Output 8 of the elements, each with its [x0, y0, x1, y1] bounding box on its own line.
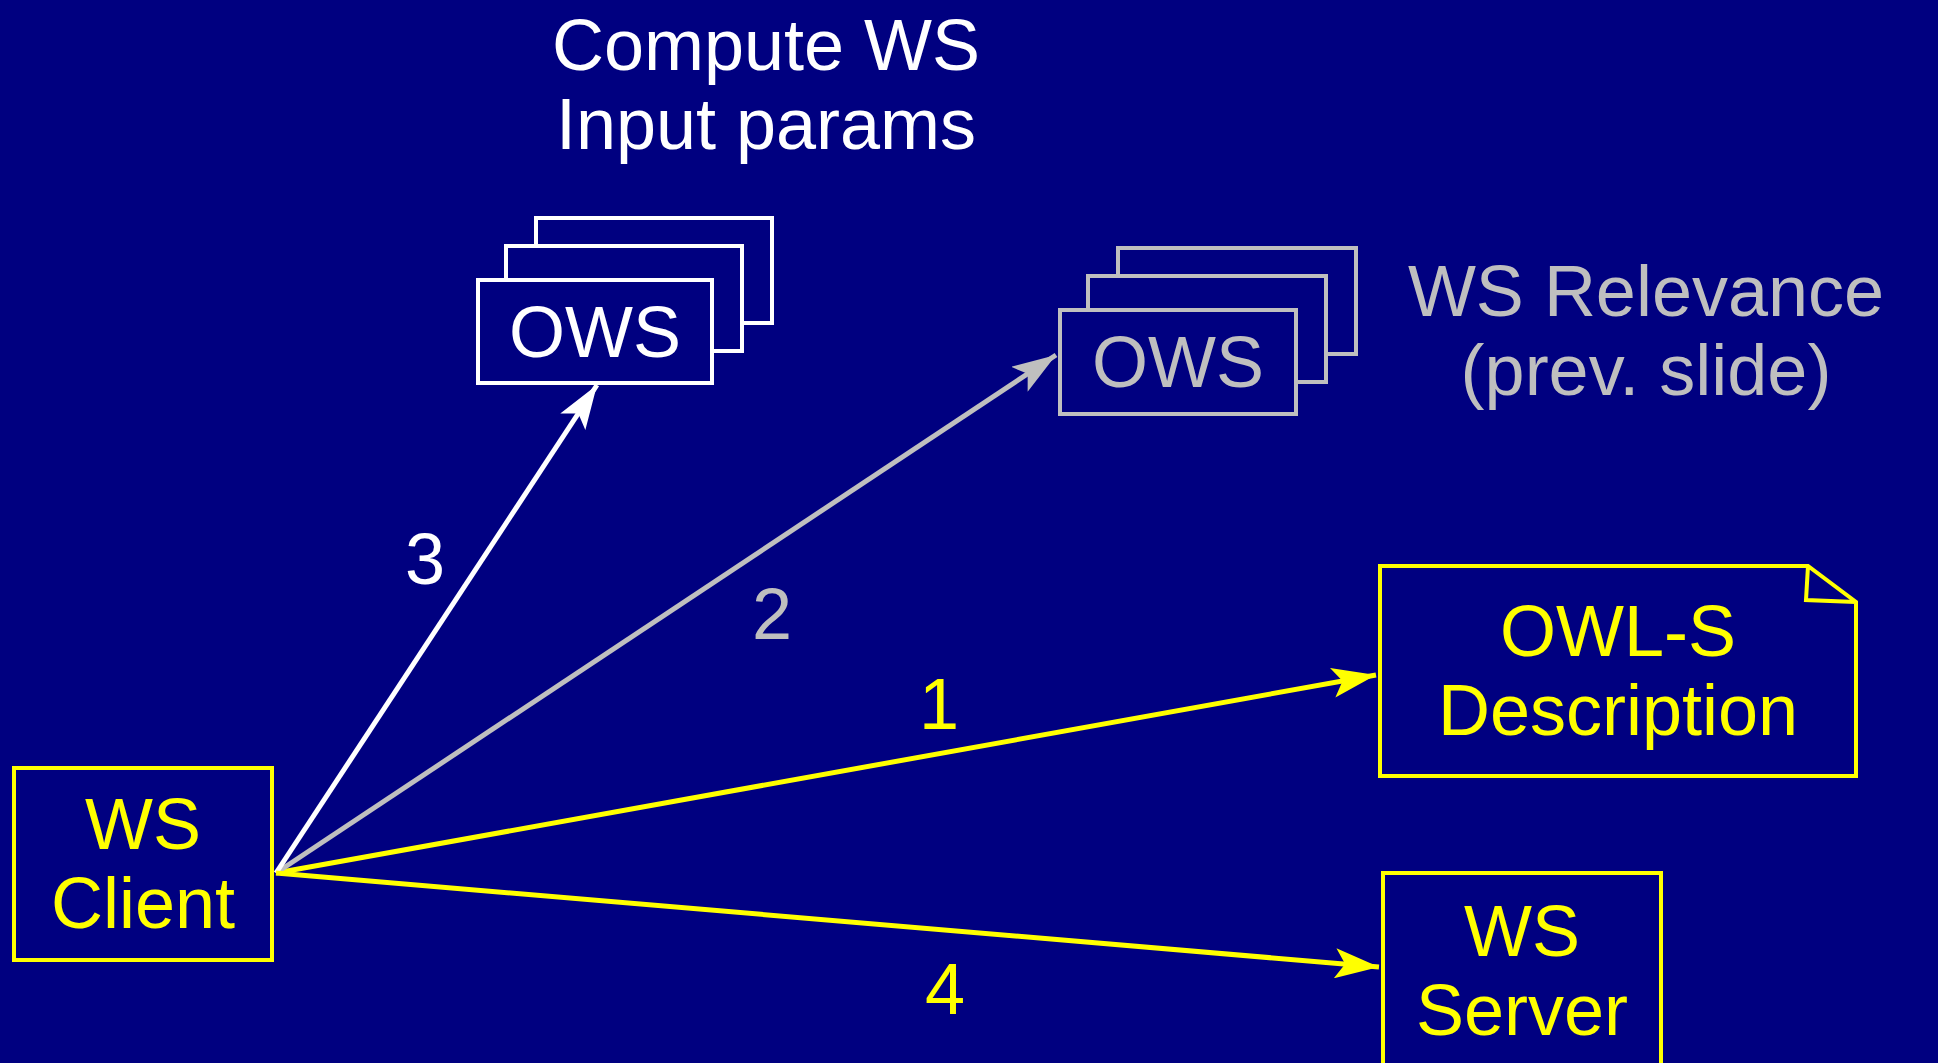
process-box: WS Server — [1381, 871, 1663, 1063]
arrow — [273, 383, 600, 875]
process-box: WS Client — [12, 766, 274, 962]
side-note: WS Relevance (prev. slide) — [1406, 252, 1886, 411]
arrow — [275, 870, 1380, 979]
heading-text: Compute WS Input params — [550, 6, 982, 165]
process-box: OWS — [1058, 308, 1298, 416]
process-box: OWS — [476, 278, 714, 385]
